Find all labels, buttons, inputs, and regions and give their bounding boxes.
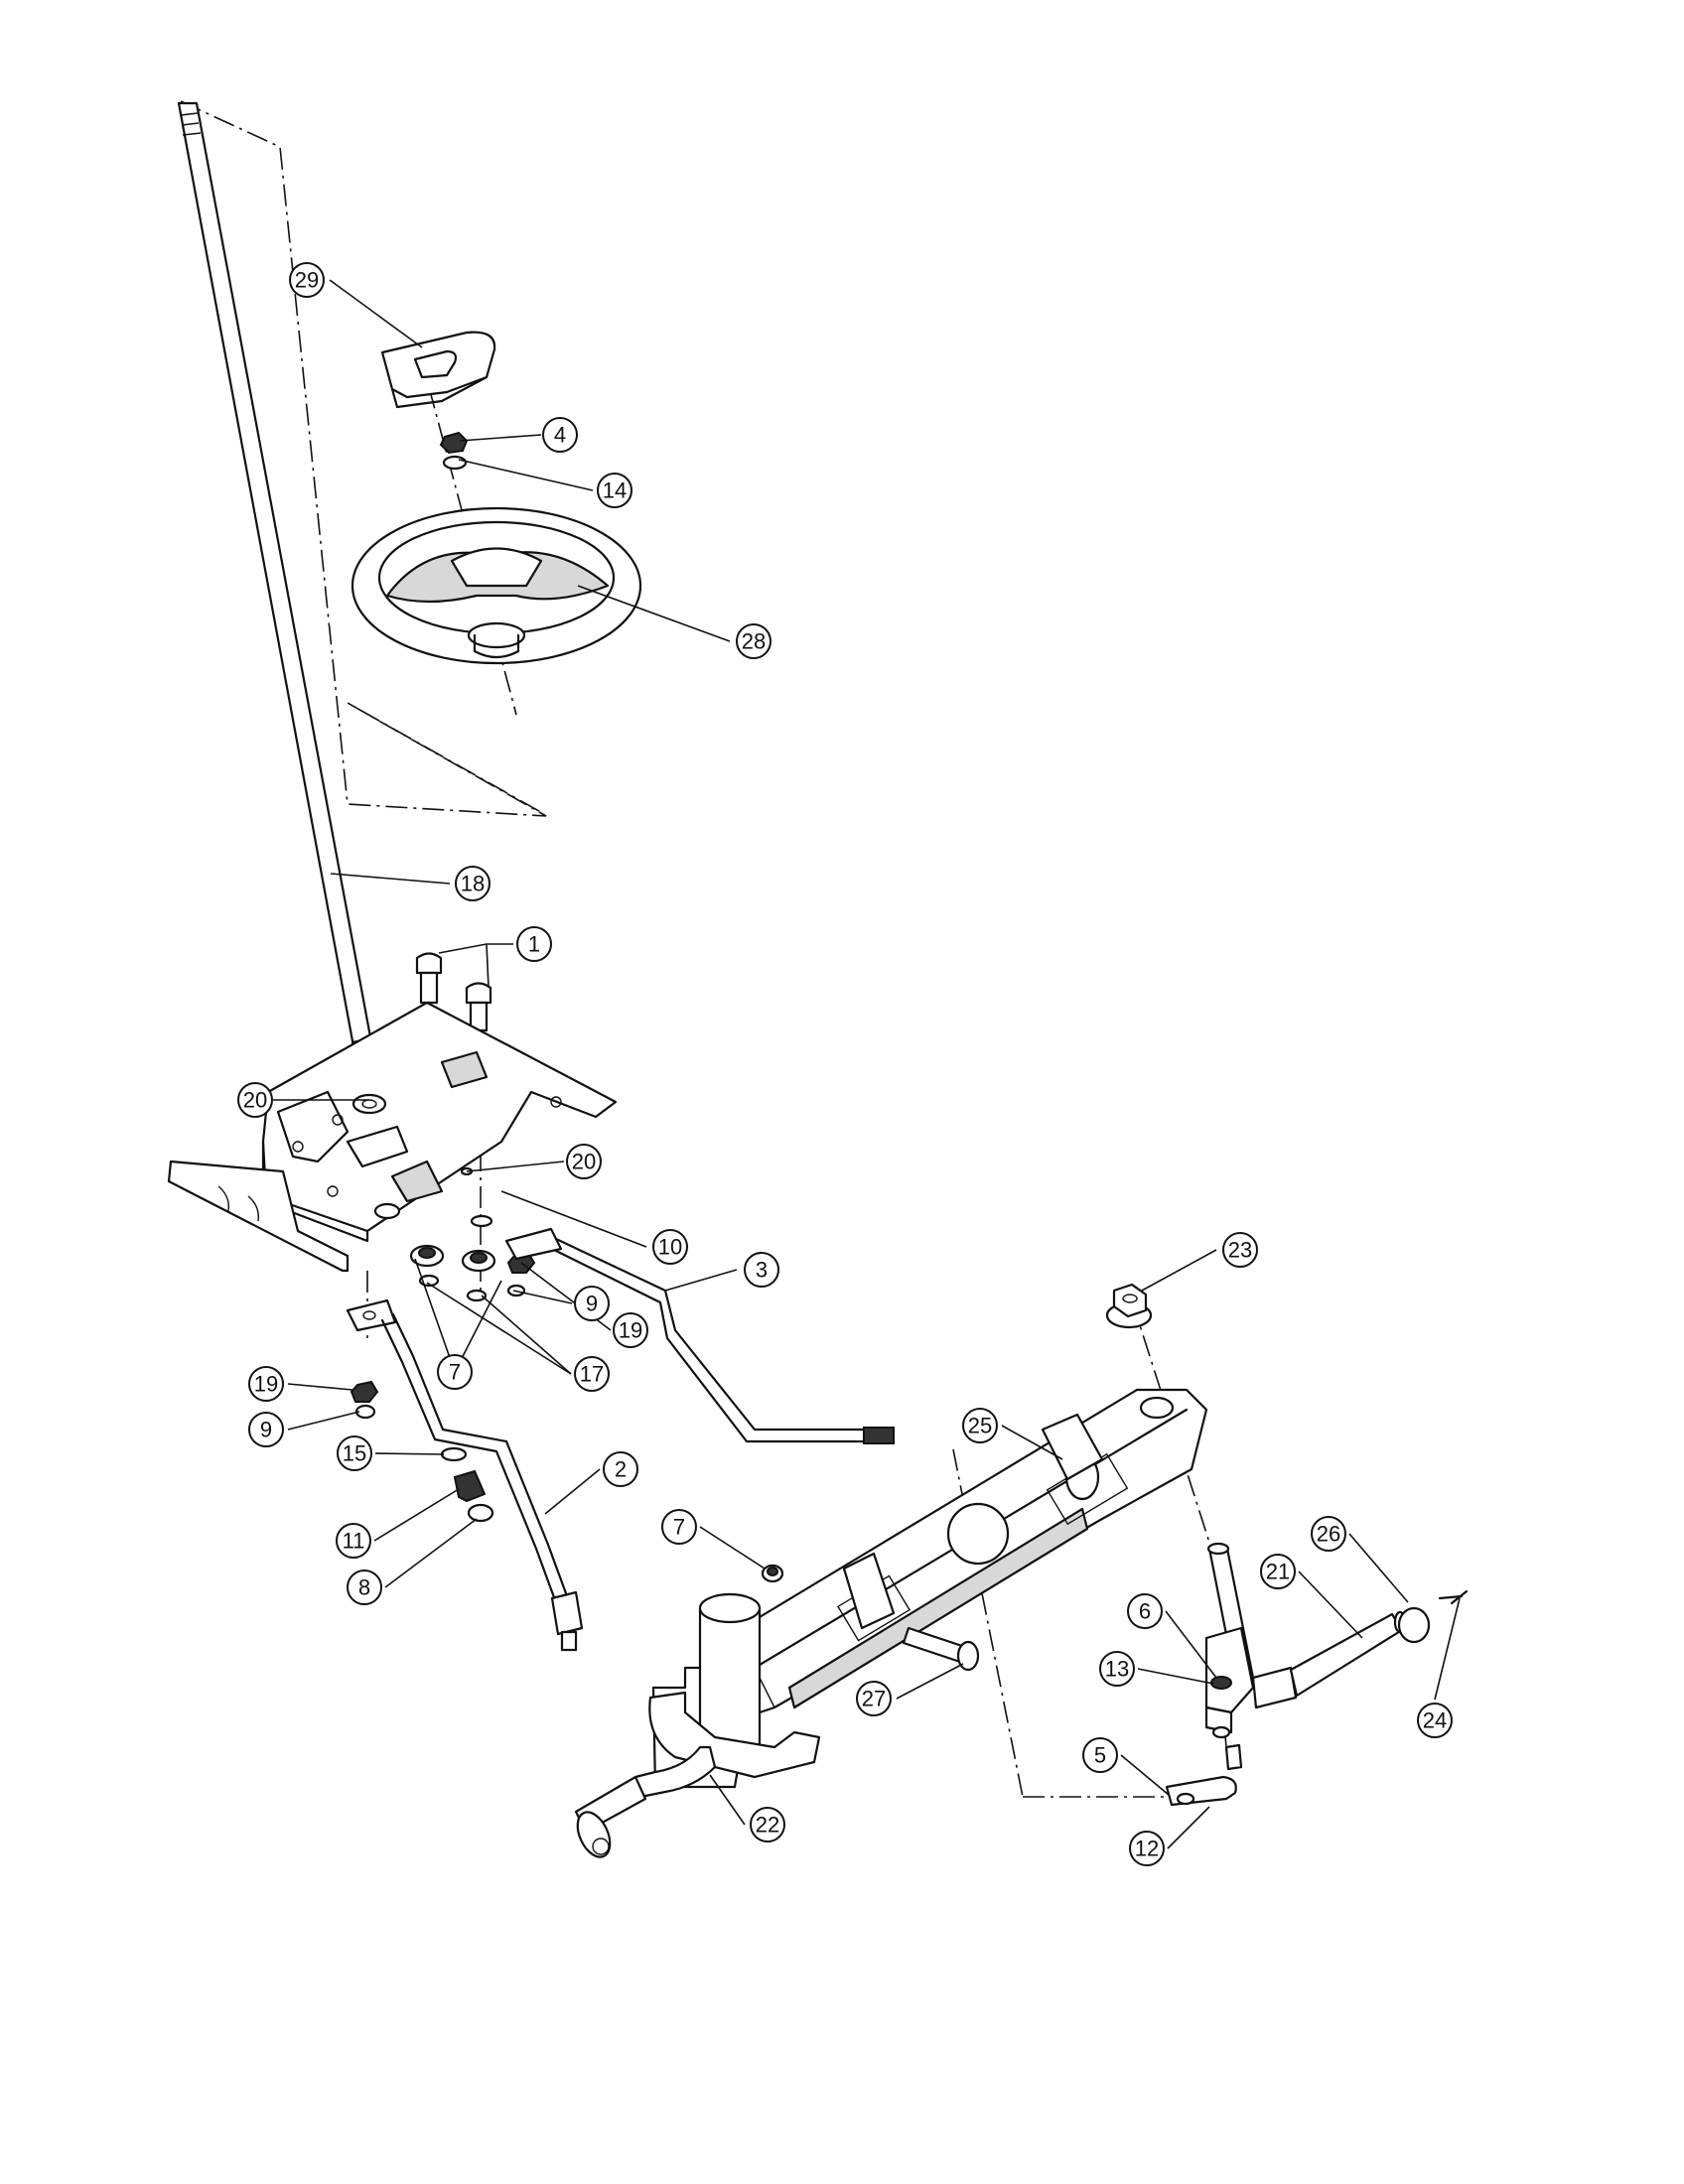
mounting-bolts — [415, 952, 492, 1032]
svg-text:19: 19 — [254, 1372, 278, 1397]
svg-text:3: 3 — [756, 1258, 768, 1283]
leader-lines — [273, 279, 1461, 1849]
callout-12: 12 — [1129, 1831, 1165, 1866]
callout-5: 5 — [1082, 1737, 1118, 1773]
svg-text:9: 9 — [586, 1292, 598, 1316]
axle-nut — [761, 1564, 784, 1583]
callout-9-right: 9 — [574, 1286, 610, 1321]
callout-15: 15 — [337, 1435, 372, 1471]
callout-22: 22 — [750, 1807, 785, 1843]
callout-bubbles: 29 4 14 28 18 1 20 20 10 3 23 19 9 7 17 … — [237, 262, 1453, 1866]
svg-text:1: 1 — [528, 932, 540, 957]
callout-20-lower: 20 — [566, 1144, 602, 1179]
svg-text:29: 29 — [295, 268, 319, 293]
callout-19-right: 19 — [613, 1312, 648, 1348]
svg-text:4: 4 — [554, 423, 566, 448]
left-spindle — [574, 1592, 821, 1858]
svg-text:6: 6 — [1139, 1599, 1151, 1624]
callout-29: 29 — [289, 262, 325, 298]
svg-text:15: 15 — [343, 1441, 366, 1466]
svg-text:23: 23 — [1228, 1238, 1252, 1263]
callout-18: 18 — [455, 866, 491, 901]
callout-1: 1 — [516, 926, 552, 962]
callout-6: 6 — [1127, 1593, 1163, 1629]
steering-wheel — [351, 506, 642, 665]
plate-hardware — [350, 1244, 536, 1420]
callout-3: 3 — [744, 1252, 779, 1288]
callout-17: 17 — [574, 1356, 610, 1392]
callout-10: 10 — [652, 1229, 688, 1265]
svg-text:26: 26 — [1317, 1522, 1340, 1547]
callout-11: 11 — [336, 1523, 371, 1559]
callout-26: 26 — [1311, 1516, 1346, 1552]
drag-link — [504, 1227, 895, 1444]
svg-text:27: 27 — [862, 1687, 886, 1711]
steering-support-plate — [167, 1001, 618, 1273]
callout-23: 23 — [1222, 1232, 1258, 1268]
callout-13: 13 — [1099, 1651, 1135, 1687]
svg-text:19: 19 — [619, 1318, 642, 1343]
callout-25: 25 — [962, 1408, 998, 1443]
callout-4: 4 — [542, 417, 578, 453]
svg-text:20: 20 — [572, 1150, 596, 1174]
svg-text:9: 9 — [260, 1418, 272, 1442]
svg-text:24: 24 — [1423, 1708, 1447, 1733]
callout-28: 28 — [736, 623, 772, 659]
svg-text:12: 12 — [1135, 1837, 1159, 1861]
pivot-hardware — [440, 1446, 494, 1523]
callout-7-lower: 7 — [661, 1509, 697, 1545]
flange-nut — [1105, 1283, 1153, 1329]
svg-text:20: 20 — [243, 1088, 267, 1113]
right-spindle — [1165, 1542, 1469, 1807]
callout-8: 8 — [347, 1570, 382, 1605]
callout-2: 2 — [603, 1451, 638, 1487]
svg-text:7: 7 — [449, 1360, 461, 1385]
svg-text:18: 18 — [461, 872, 485, 896]
callout-21: 21 — [1260, 1554, 1296, 1589]
svg-text:10: 10 — [658, 1235, 682, 1260]
svg-text:21: 21 — [1266, 1560, 1290, 1584]
callout-9-left: 9 — [248, 1412, 284, 1447]
svg-text:17: 17 — [580, 1362, 604, 1387]
svg-text:14: 14 — [603, 478, 627, 503]
svg-text:28: 28 — [742, 629, 766, 654]
callout-24: 24 — [1417, 1703, 1453, 1738]
svg-text:7: 7 — [673, 1515, 685, 1540]
callout-19-left: 19 — [248, 1366, 284, 1402]
callout-7-upper: 7 — [437, 1354, 473, 1390]
callout-14: 14 — [597, 473, 632, 508]
steering-cap — [380, 331, 496, 409]
svg-text:22: 22 — [756, 1813, 779, 1838]
axle-pivot-bolt — [902, 1626, 980, 1672]
svg-text:2: 2 — [615, 1457, 627, 1482]
svg-text:8: 8 — [358, 1575, 370, 1600]
steering-shaft — [177, 101, 381, 1098]
steering-nut-washer — [439, 431, 469, 471]
callout-20-upper: 20 — [237, 1082, 273, 1118]
svg-text:13: 13 — [1105, 1657, 1129, 1682]
svg-text:5: 5 — [1094, 1743, 1106, 1768]
tie-rod — [346, 1298, 584, 1652]
callout-27: 27 — [856, 1681, 892, 1716]
svg-text:25: 25 — [968, 1414, 992, 1438]
svg-text:11: 11 — [343, 1529, 365, 1554]
